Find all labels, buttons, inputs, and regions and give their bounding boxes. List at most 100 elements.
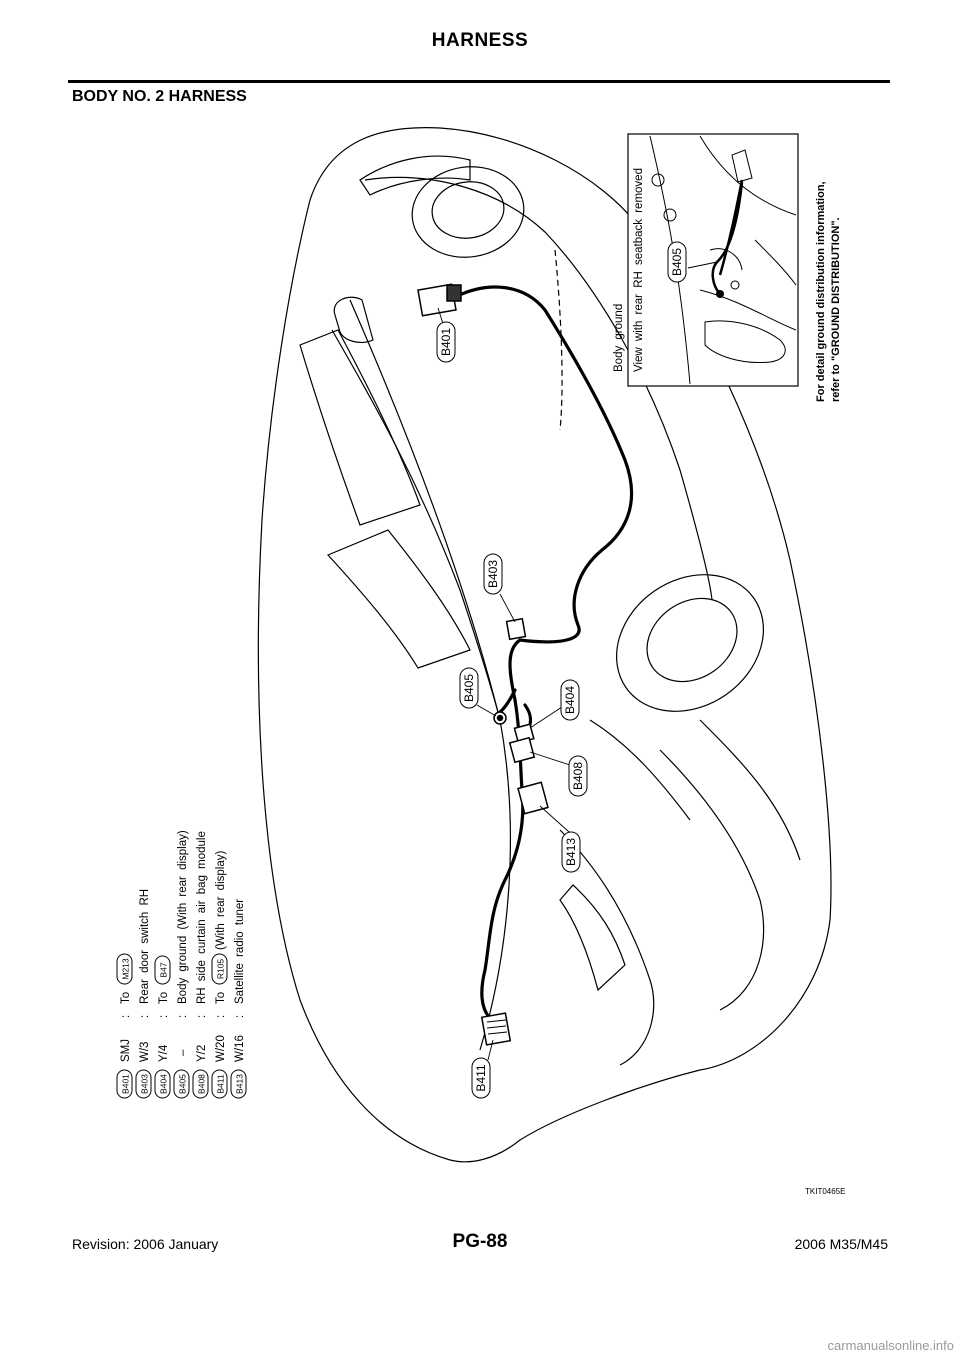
- car-left-outline: [257, 199, 451, 1161]
- inset-caption-line2: View with rear RH seatback removed: [633, 168, 645, 372]
- connector-b411-pins: [486, 1019, 508, 1035]
- leader-b405: [476, 704, 497, 717]
- inset-ground-point: [716, 290, 724, 298]
- legend-description: (With rear display): [215, 851, 227, 950]
- car-front-wheel: [411, 166, 525, 258]
- legend-connector: B405: [178, 1074, 188, 1094]
- legend-spec: SMJ: [120, 1039, 132, 1062]
- footer-revision: Revision: 2006 January: [72, 1236, 219, 1252]
- legend-spec: W/16: [234, 1035, 246, 1062]
- legend-row-b405: B405 – : Body ground (With rear display): [173, 830, 190, 1099]
- car-front-wheel-inner: [431, 181, 505, 239]
- inset-frame: [627, 133, 799, 387]
- legend-spec: –: [177, 1049, 189, 1056]
- legend-description: Body ground (With rear display): [177, 830, 189, 1004]
- legend-prefix: To: [158, 992, 170, 1004]
- legend-ref: R105: [216, 959, 226, 980]
- legend-connector: B411: [216, 1074, 226, 1093]
- car-tail-light: [559, 884, 626, 992]
- legend-sep: :: [215, 1015, 227, 1018]
- car-drawing: [257, 127, 832, 1163]
- legend-description: Satellite radio tuner: [234, 899, 246, 1004]
- legend-connector: B404: [159, 1074, 169, 1094]
- car-rear-wheel-inner: [646, 597, 738, 683]
- footer-model: 2006 M35/M45: [794, 1236, 888, 1252]
- legend-connector: B403: [140, 1074, 150, 1094]
- legend-row-b404: B404 Y/4 : To B47: [154, 955, 171, 1099]
- legend-description: Rear door switch RH: [139, 889, 151, 1004]
- page-header-title: HARNESS: [431, 30, 529, 51]
- legend-sep: :: [177, 1015, 189, 1018]
- callout-leaders: [437, 307, 579, 1061]
- legend-spec: W/3: [139, 1042, 151, 1062]
- connector-b403: [505, 617, 527, 641]
- ground-note: For detail ground distribution informati…: [815, 181, 842, 402]
- footer-page-number: PG-88: [452, 1231, 508, 1252]
- legend-spec: Y/2: [196, 1045, 208, 1062]
- note-line1: For detail ground distribution informati…: [815, 181, 827, 402]
- legend-row-b403: B403 W/3 : Rear door switch RH: [135, 889, 152, 1099]
- car-roof-outline: [309, 127, 832, 1163]
- legend-connector: B401: [121, 1074, 131, 1094]
- legend-spec: Y/4: [158, 1044, 170, 1062]
- car-door-line: [554, 249, 563, 431]
- leader-b411: [487, 1039, 494, 1061]
- car-window-frame: [331, 329, 501, 721]
- header-rule: [68, 80, 890, 83]
- legend-prefix: To: [120, 992, 132, 1004]
- connector-b401: [417, 283, 462, 317]
- legend-row-b408: B408 Y/2 : RH side curtain air bag modul…: [192, 831, 209, 1099]
- callouts: B401 B403 B405 B404 B408 B413 B411: [436, 321, 588, 1099]
- legend-spec: W/20: [215, 1035, 227, 1062]
- car-rear-wheel: [615, 574, 765, 712]
- callout-b405: B405: [462, 674, 476, 702]
- callout-b401: B401: [439, 328, 453, 356]
- legend-sep: :: [139, 1015, 151, 1018]
- callout-b404: B404: [563, 686, 577, 714]
- car-mirror: [333, 296, 374, 343]
- callout-b413: B413: [564, 838, 578, 866]
- legend-ref: B47: [159, 962, 169, 977]
- legend-row-b401: B401 SMJ : To M213: [116, 953, 133, 1099]
- car-fender: [699, 719, 801, 861]
- leader-b403: [499, 593, 516, 623]
- legend-ref: M213: [121, 958, 131, 980]
- connector-b411: [480, 1012, 512, 1046]
- legend-sep: :: [234, 1015, 246, 1018]
- connector-b408: [508, 736, 536, 764]
- inset-harness: [711, 181, 744, 295]
- legend-sep: :: [158, 1015, 170, 1018]
- legend-sep: :: [196, 1015, 208, 1018]
- inset-drawing: [649, 135, 797, 385]
- inset-view: B405 Body ground View with rear RH seatb…: [613, 133, 799, 387]
- inset-callout-b405: B405: [670, 248, 684, 276]
- car-side-window: [299, 329, 421, 526]
- legend-row-b413: B413 W/16 : Satellite radio tuner: [230, 899, 247, 1099]
- car-trunk-lid: [559, 829, 655, 1066]
- inset-caption-line1: Body ground: [613, 304, 625, 372]
- leader-b408: [529, 751, 571, 766]
- connector-legend: B401 SMJ : To M213 B403 W/3 : Rear door …: [116, 830, 247, 1099]
- inset-callout-leader: [687, 261, 718, 269]
- watermark: carmanualsonline.info: [827, 1338, 954, 1353]
- callout-b403: B403: [486, 560, 500, 588]
- car-roofline-inner: [364, 176, 713, 601]
- connector-b405-bolt: [496, 714, 504, 722]
- connectors: [417, 283, 549, 1046]
- legend-row-b411: B411 W/20 : To R105 (With rear display): [211, 851, 228, 1099]
- legend-prefix: To: [215, 992, 227, 1004]
- car-trunk-panel: [589, 719, 691, 821]
- callout-b411: B411: [474, 1064, 488, 1091]
- harness-main-run: [453, 285, 634, 1022]
- leader-b404: [529, 704, 566, 729]
- section-title: BODY NO. 2 HARNESS: [72, 88, 247, 105]
- figure-code: TKIT0465E: [805, 1187, 846, 1196]
- harness-branch-b405: [498, 688, 517, 714]
- car-body-line: [349, 299, 511, 1051]
- legend-sep: :: [120, 1015, 132, 1018]
- callout-b408: B408: [571, 762, 585, 790]
- legend-connector: B408: [197, 1074, 207, 1094]
- car-rear-bumper: [659, 749, 765, 1011]
- note-line2: refer to "GROUND DISTRIBUTION".: [830, 217, 842, 402]
